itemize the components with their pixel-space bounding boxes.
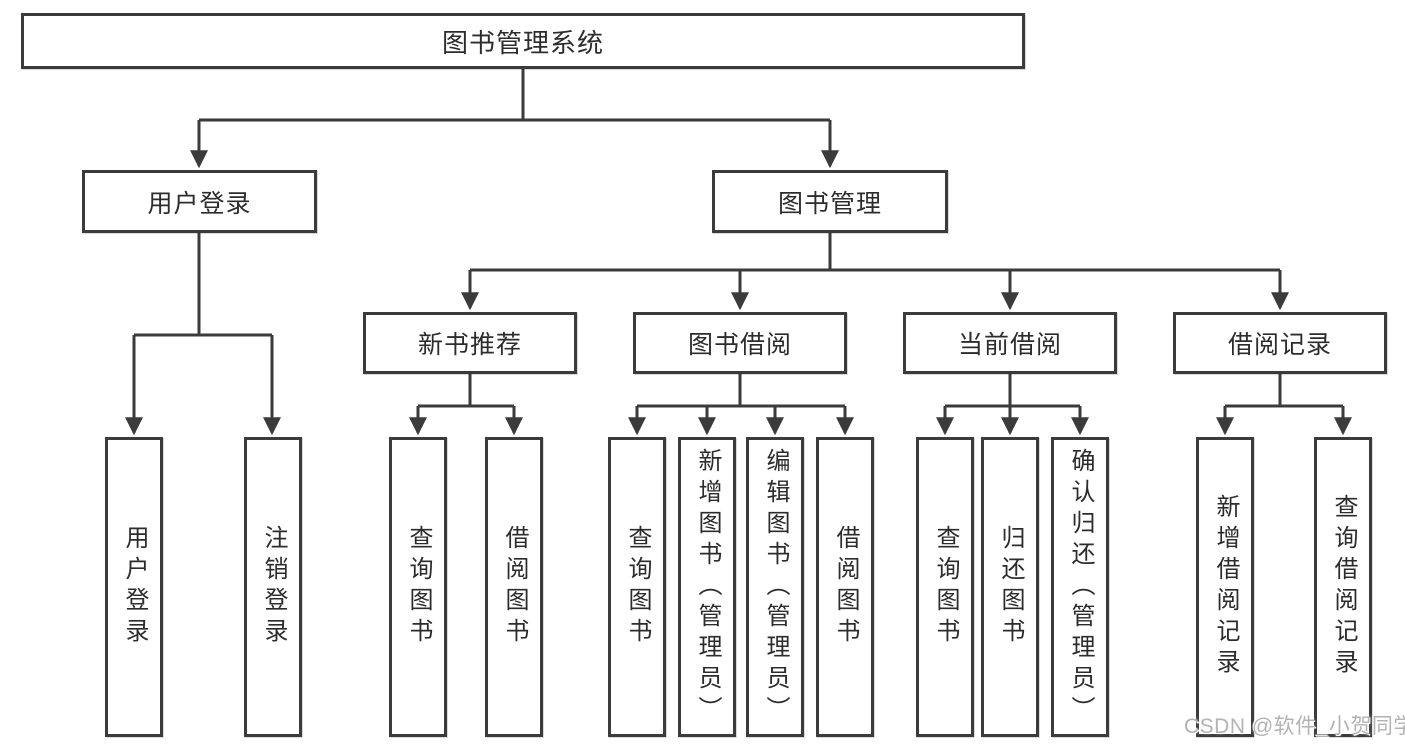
leaf-add-borrow-record-label: 新增借阅记录 [1212,494,1239,680]
leaf-borrow-books-recommend-label: 借阅图书 [501,525,528,649]
leaf-query-books-recommend-label: 查询图书 [405,525,432,649]
node-new-book-recommend-label: 新书推荐 [417,331,522,359]
node-book-management-label: 图书管理 [777,189,882,218]
leaf-confirm-return-admin-label: 确认归还（管理员） [1067,447,1094,727]
node-book-borrow-label: 图书借阅 [687,331,792,359]
leaf-add-books-admin: 新增图书（管理员） [678,437,736,737]
leaf-borrow-books: 借阅图书 [816,437,874,737]
leaf-borrow-books-label: 借阅图书 [832,525,859,649]
leaf-return-books: 归还图书 [981,437,1039,737]
leaf-query-books-current-label: 查询图书 [932,525,959,649]
leaf-edit-books-admin: 编辑图书（管理员） [746,437,804,737]
leaf-logout: 注销登录 [244,437,302,737]
leaf-query-books-borrow-label: 查询图书 [624,525,651,649]
node-root-label: 图书管理系统 [441,27,604,58]
leaf-query-books-recommend: 查询图书 [389,437,447,737]
csdn-watermark: CSDN @软件_小贺同学 [1184,715,1405,738]
leaf-query-borrow-record: 查询借阅记录 [1314,437,1372,737]
node-book-management: 图书管理 [712,170,948,233]
node-borrow-records-label: 借阅记录 [1227,331,1332,359]
leaf-add-borrow-record: 新增借阅记录 [1196,437,1254,737]
leaf-return-books-label: 归还图书 [997,525,1024,649]
leaf-logout-label: 注销登录 [260,525,287,649]
node-current-borrow: 当前借阅 [903,312,1117,374]
leaf-borrow-books-recommend: 借阅图书 [485,437,543,737]
leaf-edit-books-admin-label: 编辑图书（管理员） [762,447,789,727]
leaf-query-books-borrow: 查询图书 [608,437,666,737]
leaf-confirm-return-admin: 确认归还（管理员） [1051,437,1109,737]
node-root: 图书管理系统 [21,13,1025,69]
leaf-query-books-current: 查询图书 [916,437,974,737]
leaf-add-books-admin-label: 新增图书（管理员） [694,447,721,727]
node-current-borrow-label: 当前借阅 [957,331,1062,359]
leaf-query-borrow-record-label: 查询借阅记录 [1330,494,1357,680]
node-book-borrow: 图书借阅 [633,312,847,374]
node-user-login-label: 用户登录 [147,189,252,218]
node-new-book-recommend: 新书推荐 [363,312,577,374]
node-user-login: 用户登录 [82,170,317,233]
leaf-user-login-label: 用户登录 [121,525,148,649]
node-borrow-records: 借阅记录 [1173,312,1387,374]
leaf-user-login: 用户登录 [105,437,163,737]
